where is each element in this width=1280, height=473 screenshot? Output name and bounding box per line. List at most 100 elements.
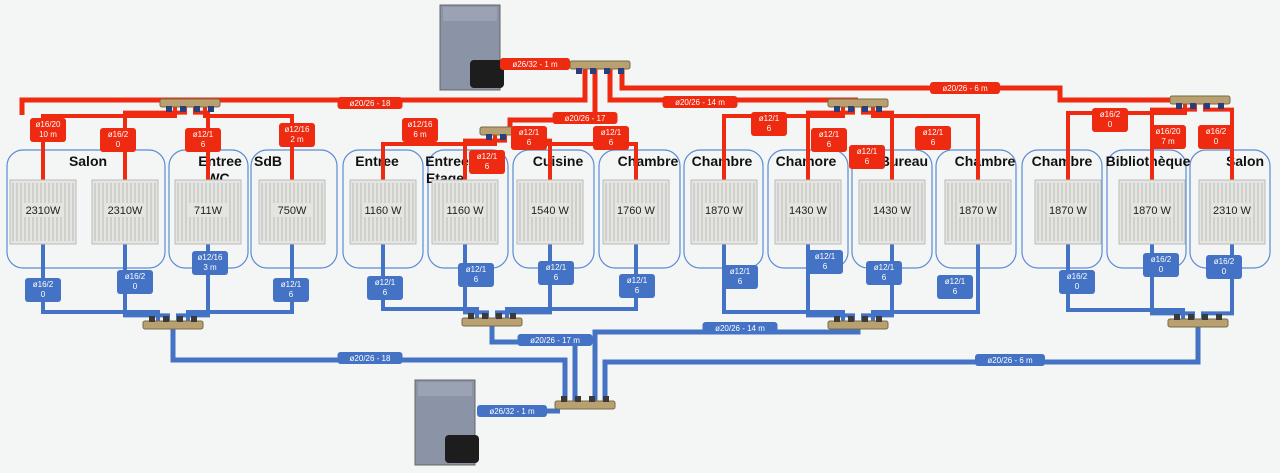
supply-pipe-label-text: ø12/1: [477, 152, 498, 161]
supply-pipe-label: ø12/16: [915, 126, 951, 150]
return-pipe-label-box: [722, 265, 758, 289]
return-main-label-text: ø20/26 - 14 m: [715, 324, 765, 333]
radiator: 1540 W: [516, 179, 584, 245]
manifold-valve: [191, 316, 197, 322]
return-pipe-label: ø12/16: [937, 275, 973, 299]
return-pipe: [186, 240, 294, 325]
radiator-power: 1870 W: [959, 205, 998, 217]
return-pipe-label-text: ø16/2: [1067, 272, 1088, 281]
manifold-valve: [163, 316, 169, 322]
manifold-valve: [590, 68, 596, 74]
manifold-valve: [876, 106, 882, 112]
supply-pipe: [203, 103, 294, 185]
return-pipe-label: ø16/20: [117, 270, 153, 294]
radiator-power: 711W: [194, 205, 223, 217]
supply-pipe-label: ø12/16: [811, 128, 847, 152]
supply-pipe-label: ø12/162 m: [279, 123, 315, 147]
room-label-line: Entree: [198, 153, 242, 169]
radiator-power: 1760 W: [617, 205, 656, 217]
supply-pipe-label: ø12/16: [593, 126, 629, 150]
room-label: Chambre: [1032, 153, 1093, 169]
radiator-label-bg: [188, 203, 228, 217]
radiator: 1430 W: [774, 179, 842, 245]
supply-pipe-label-box: [511, 126, 547, 150]
manifold-valve: [1216, 314, 1222, 320]
supply-main-label-text: ø20/26 - 18: [350, 99, 391, 108]
supply-pipe-label-text: 7 m: [1161, 137, 1175, 146]
return-main-label-box: [975, 354, 1045, 366]
radiator-label-bg: [788, 203, 828, 217]
return-pipe-label: ø16/20: [1059, 270, 1095, 294]
manifold-valve: [604, 68, 610, 74]
return-pipe-label: ø12/16: [538, 261, 574, 285]
return-main-label-box: [337, 352, 403, 364]
radiator-power: 1870 W: [1049, 205, 1088, 217]
supply-pipe-label-text: ø12/1: [519, 128, 540, 137]
manifold-valve: [180, 106, 186, 112]
room-box: [1021, 149, 1103, 269]
supply-main-label: ø20/26 - 6 m: [930, 82, 1000, 94]
supply-pipe-label-text: ø16/20: [1156, 127, 1181, 136]
return-main-label-box: [702, 322, 778, 334]
supply-pipe-label: ø12/16: [751, 112, 787, 136]
radiator: 1870 W: [944, 179, 1012, 245]
radiator: 1870 W: [1034, 179, 1102, 245]
manifold-valve: [1174, 314, 1180, 320]
manifold-valve: [468, 313, 474, 319]
supply-pipe-label-text: 6: [485, 162, 490, 171]
manifold-valve: [618, 68, 624, 74]
radiator: 1760 W: [602, 179, 670, 245]
manifold-valve: [208, 106, 214, 112]
supply-main-1: [19, 65, 588, 115]
manifold-valve: [177, 316, 183, 322]
supply-main-label-text: ø26/32 - 1 m: [512, 60, 558, 69]
return-pipe-label-text: 6: [289, 290, 294, 299]
return-main-label-text: ø20/26 - 17 m: [530, 336, 580, 345]
manifold-valve: [561, 396, 567, 402]
supply-pipe-label-text: ø16/2: [1206, 127, 1227, 136]
return-pipe-label-text: ø12/16: [198, 253, 223, 262]
manifold-valve: [1188, 314, 1194, 320]
supply-main-label-box: [930, 82, 1000, 94]
return-pipe-label-box: [192, 251, 228, 275]
supply-main-label: ø20/26 - 14 m: [662, 96, 738, 108]
supply-pipe-label-text: ø12/1: [759, 114, 780, 123]
return-pipe-label-text: ø12/1: [546, 263, 567, 272]
return-pipe-label-text: 0: [41, 290, 46, 299]
manifold-bar: [569, 60, 631, 70]
supply-manifold: [827, 98, 889, 112]
radiator-label-bg: [1212, 203, 1252, 217]
supply-pipe-label-text: 10 m: [39, 130, 57, 139]
supply-main-manifold: [569, 60, 631, 74]
return-manifold: [142, 316, 204, 330]
return-pipe-label-box: [458, 263, 494, 287]
supply-pipe: [871, 103, 980, 185]
supply-pipe-label-box: [811, 128, 847, 152]
manifold-valve: [834, 316, 840, 322]
supply-pipe-label-box: [100, 128, 136, 152]
supply-pipe: [381, 131, 497, 185]
manifold-valve: [1204, 103, 1210, 109]
room-label: Salon: [69, 153, 107, 169]
radiator-power: 1160 W: [364, 205, 402, 217]
supply-main-label-box: [552, 112, 618, 124]
radiator-label-bg: [958, 203, 998, 217]
manifold-valve: [834, 106, 840, 112]
return-pipe-label-text: 6: [882, 273, 887, 282]
return-main-label-box: [477, 405, 547, 417]
supply-pipe-label-text: ø12/1: [923, 128, 944, 137]
supply-pipe-label: ø16/207 m: [1150, 125, 1186, 149]
return-pipe-label: ø12/16: [273, 278, 309, 302]
manifold-bar: [554, 400, 616, 410]
radiator: 1160 W: [431, 179, 499, 245]
supply-main-3: [607, 65, 858, 103]
manifold-valve: [848, 106, 854, 112]
supply-pipe-label-box: [751, 112, 787, 136]
return-pipe-label-text: 6: [738, 277, 743, 286]
room-box: [6, 149, 166, 269]
manifold-valve: [876, 316, 882, 322]
supply-pipe-label-box: [469, 150, 505, 174]
boiler-burner: [445, 435, 479, 463]
supply-pipe-label-text: ø12/1: [819, 130, 840, 139]
return-pipe-label: ø12/16: [619, 274, 655, 298]
